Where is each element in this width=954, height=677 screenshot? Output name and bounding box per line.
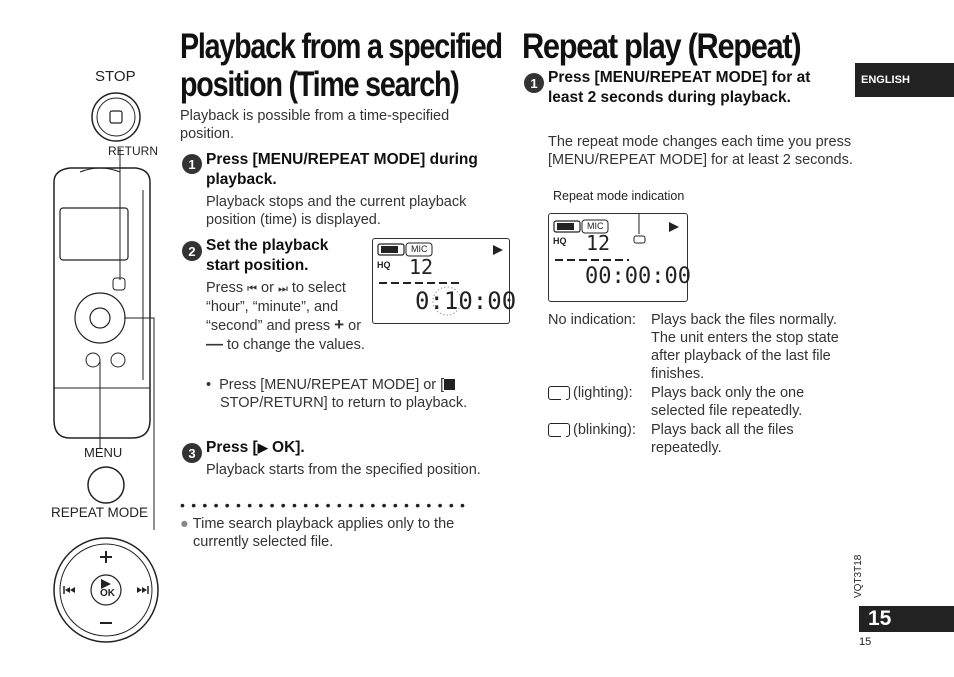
mode-no-indication-desc: Plays back the files normally. The unit …	[651, 312, 839, 382]
step-2-body: Press ⏮ or ⏭ to select “hour”, “minute”,…	[206, 279, 371, 354]
bullet-text-1: Press [MENU/REPEAT MODE] or [	[219, 377, 445, 393]
lcd-repeat-file-number: 12	[586, 231, 611, 255]
step-1-heading: Press [MENU/REPEAT MODE] during playback…	[206, 151, 478, 188]
step-2-or: or	[261, 280, 274, 296]
left-title-line2: position (Time search)	[180, 65, 460, 104]
step-2-heading: Set the playback start position.	[206, 237, 329, 274]
step-2-change: to change the values.	[227, 337, 365, 353]
step-2-select: to select “hour”, “minute”, and “second”…	[206, 280, 346, 334]
language-tab-label: ENGLISH	[861, 74, 910, 86]
step-2-press: Press	[206, 280, 244, 296]
left-title-line1: Playback from a specified	[180, 27, 503, 66]
lcd-repeat: MIC HQ 12 00:00:00	[548, 213, 691, 302]
return-label: RETURN	[108, 144, 158, 158]
device-illustration: STOP RETURN MEN	[40, 60, 180, 660]
note: ● Time search playback applies only to t…	[180, 515, 513, 551]
stop-label: STOP	[95, 68, 136, 85]
bullet-dot: •	[206, 377, 220, 393]
repeat-one-icon	[548, 386, 570, 404]
lcd-hq-label: HQ	[377, 260, 391, 270]
mode-lighting-text: (lighting):	[573, 385, 633, 401]
page-number-small: 15	[859, 636, 872, 648]
lcd-time-value: 0:10:00	[415, 287, 517, 315]
repeat-step-body: The repeat mode changes each time you pr…	[548, 134, 853, 168]
lcd-file-number: 12	[409, 255, 434, 279]
step-2-bullet: • Press [MENU/REPEAT MODE] or [ STOP/RET…	[206, 376, 520, 412]
repeat-step-heading: Press [MENU/REPEAT MODE] for at least 2 …	[548, 69, 811, 106]
mode-blinking-text: (blinking):	[573, 422, 636, 438]
note-text: Time search playback applies only to the…	[192, 516, 455, 550]
skip-forward-icon: ⏭	[277, 283, 288, 295]
mode-blinking-label: (blinking):	[548, 421, 636, 441]
mode-lighting-label: (lighting):	[548, 384, 633, 404]
minus-icon: —	[206, 334, 223, 353]
lcd-mic-label: MIC	[411, 244, 428, 254]
skip-back-icon: ⏮	[247, 283, 258, 295]
left-intro: Playback is possible from a time-specifi…	[180, 108, 450, 142]
mode-lighting-desc: Plays back only the one selected file re…	[651, 385, 805, 419]
menu-label: MENU	[84, 445, 123, 460]
device-drawing	[53, 92, 159, 643]
lcd-repeat-graphic	[553, 214, 679, 261]
repeat-all-icon	[548, 423, 570, 441]
step-3-head-b: OK].	[267, 439, 305, 456]
ok-label: OK	[100, 588, 115, 599]
lcd-repeat-mic-label: MIC	[587, 221, 604, 231]
play-icon: ▶	[257, 440, 268, 455]
page-number: 15	[868, 607, 892, 630]
step-number-2: 2	[182, 241, 202, 261]
step-3-body: Playback starts from the specified posit…	[206, 462, 481, 478]
step-number-3: 3	[182, 443, 202, 463]
plus-icon: +	[334, 315, 345, 334]
mode-blinking-desc: Plays back all the files repeatedly.	[651, 422, 794, 456]
stop-square-icon	[444, 379, 456, 390]
page-number-tab: 15	[859, 606, 954, 632]
step-1-body: Playback stops and the current playback …	[206, 194, 467, 228]
lcd-repeat-time-value: 00:00:00	[585, 264, 691, 289]
repeat-indication-label: Repeat mode indication	[553, 189, 685, 203]
repeat-step-number-1: 1	[524, 73, 544, 93]
lcd-time-search-graphic	[377, 242, 503, 316]
step-3-head-a: Press [	[206, 439, 258, 456]
lcd-time-search: MIC HQ 12 0:10:00	[372, 238, 516, 324]
language-tab: ENGLISH	[855, 63, 954, 97]
lcd-repeat-hq-label: HQ	[553, 236, 567, 246]
repeat-mode-label: REPEAT MODE	[51, 505, 149, 520]
step-number-1: 1	[182, 154, 202, 174]
dotted-divider: ••••••••••••••••••••••••••	[180, 497, 472, 513]
note-bullet: ●	[180, 516, 193, 532]
bullet-text-2: STOP/RETURN] to return to playback.	[220, 395, 468, 411]
mode-no-indication-label: No indication:	[548, 312, 636, 328]
step-2-or-2: or	[348, 318, 362, 334]
right-title: Repeat play (Repeat)	[522, 27, 802, 66]
doc-code: VQT3T18	[853, 554, 864, 598]
step-3-heading: Press [▶ OK].	[206, 438, 305, 458]
